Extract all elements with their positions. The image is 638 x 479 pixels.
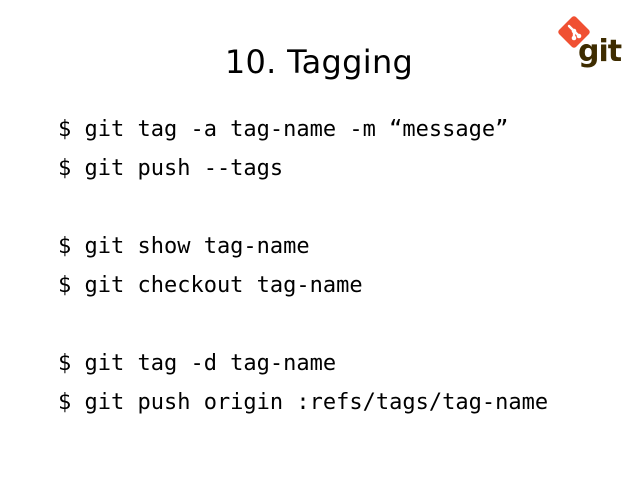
- command-line: $ git checkout tag-name: [58, 273, 363, 298]
- command-list: $ git tag -a tag-name -m “message” $ git…: [58, 110, 628, 422]
- spacer: [58, 305, 628, 344]
- spacer: [58, 188, 628, 227]
- git-logo-text: git: [578, 34, 622, 69]
- command-line: $ git tag -a tag-name -m “message”: [58, 117, 509, 142]
- command-line: $ git show tag-name: [58, 234, 310, 259]
- slide-title: 10. Tagging: [224, 43, 414, 81]
- command-line: $ git push origin :refs/tags/tag-name: [58, 390, 549, 415]
- command-line: $ git tag -d tag-name: [58, 351, 337, 376]
- git-logo: git: [556, 12, 626, 74]
- git-logo-icon: [557, 15, 591, 49]
- command-line: $ git push --tags: [58, 156, 284, 181]
